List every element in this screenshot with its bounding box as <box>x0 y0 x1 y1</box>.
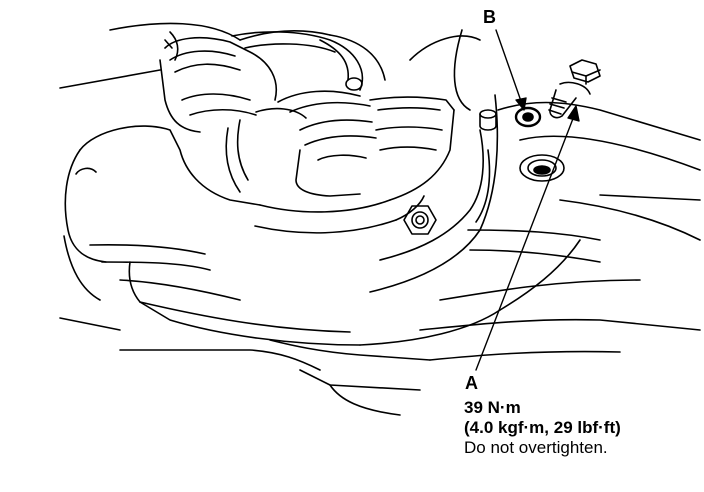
engine-block-outline <box>60 23 700 415</box>
washer <box>516 108 540 126</box>
flange-bolt <box>549 60 600 118</box>
arrow-b-head <box>516 98 526 110</box>
overtighten-warning: Do not overtighten. <box>464 438 608 457</box>
mounting-nut <box>404 206 436 234</box>
leader-line-b <box>496 30 522 104</box>
callout-label-a: A <box>465 373 478 393</box>
torque-conversion: (4.0 kgf·m, 29 lbf·ft) <box>464 418 621 437</box>
leader-line-a <box>476 116 574 370</box>
bolt-hole-boss <box>520 155 564 181</box>
torque-value: 39 N·m <box>464 398 521 417</box>
manifold-body <box>64 95 600 345</box>
leader-lines <box>476 30 579 370</box>
arrow-a-head <box>568 106 579 121</box>
torque-specification: 39 N·m (4.0 kgf·m, 29 lbf·ft) Do not ove… <box>464 398 621 458</box>
manifold-runners <box>160 32 376 196</box>
callout-label-b: B <box>483 7 496 27</box>
stud <box>480 110 496 130</box>
